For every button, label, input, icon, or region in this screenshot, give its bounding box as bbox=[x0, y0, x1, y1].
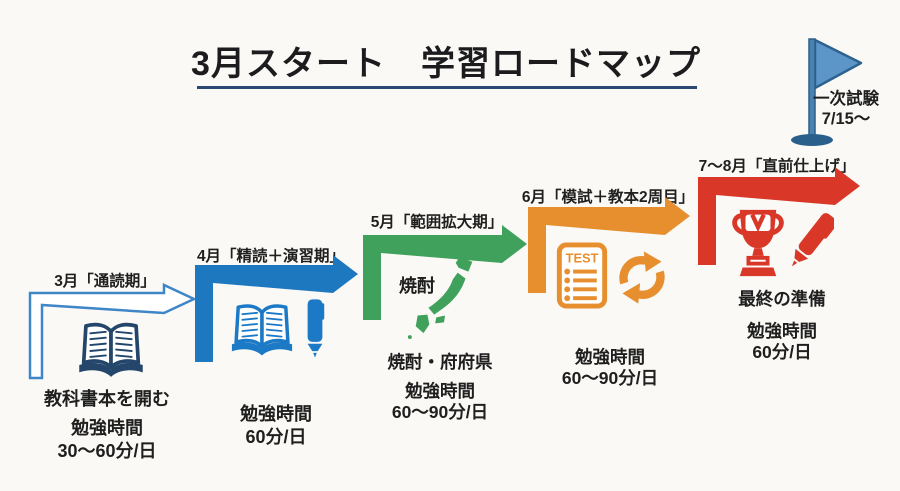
stage-2-label: 4月「精読＋演習期」 bbox=[196, 248, 346, 265]
page-title: 3月スタート 学習ロードマップ bbox=[191, 45, 701, 83]
goal-exam-date: 7/15〜 bbox=[821, 110, 871, 128]
stage-5-line-2: 勉強時間 bbox=[747, 321, 817, 341]
test-sheet-icon: TEST bbox=[556, 242, 608, 309]
stage-3-text: 焼酎・府府県 勉強時間 60〜90分/日 bbox=[365, 352, 515, 423]
goal-flag-icon bbox=[791, 38, 863, 146]
stage-4-line-2: 60〜90分/日 bbox=[561, 368, 659, 388]
stage-5-arrow-shape bbox=[698, 167, 860, 265]
stage-5-line-1: 最終の準備 bbox=[738, 289, 826, 309]
test-sheet-title: TEST bbox=[566, 251, 599, 266]
title-underline bbox=[197, 86, 697, 89]
stage-3-arrow-icon bbox=[363, 225, 527, 320]
stage-1-arrow-icon bbox=[28, 283, 197, 380]
goal-exam-text: 一次試験 7/15〜 bbox=[808, 89, 884, 129]
stage-5-label: 7〜8月「直前仕上げ」 bbox=[698, 158, 856, 175]
stage-3-line-2: 勉強時間 bbox=[405, 381, 475, 401]
pen-icon bbox=[307, 299, 325, 358]
stage-3-line-3: 60〜90分/日 bbox=[391, 402, 489, 422]
stage-1-text: 教科書本を開む 勉強時間 30〜60分/日 bbox=[22, 388, 192, 463]
stage-5-line-3: 60分/日 bbox=[752, 342, 812, 362]
stage-2-arrow-icon bbox=[195, 255, 358, 362]
stage-2-arrow-shape bbox=[195, 255, 358, 362]
stage-1-line-3: 30〜60分/日 bbox=[57, 441, 157, 461]
stage-4-arrow-shape bbox=[528, 197, 690, 293]
stage-3-side-text: 焼酎 bbox=[399, 276, 435, 296]
flag-base bbox=[791, 134, 833, 146]
japan-map-icon bbox=[407, 257, 473, 339]
open-book-icon bbox=[231, 304, 293, 356]
stage-1-line-1: 教科書本を開む bbox=[44, 389, 170, 409]
stage-1-arrow-shape bbox=[28, 283, 197, 380]
flag-triangle bbox=[813, 38, 863, 90]
stage-2-text: 勉強時間 60分/日 bbox=[201, 403, 351, 449]
stage-3-arrow-shape bbox=[363, 225, 527, 320]
refresh-icon bbox=[619, 251, 665, 304]
open-book-icon bbox=[79, 322, 143, 377]
stage-1-label: 3月「通読期」 bbox=[54, 273, 156, 290]
stage-5-arrow-icon bbox=[698, 167, 860, 265]
stage-4-label: 6月「模試＋教本2周目」 bbox=[521, 189, 695, 206]
stage-2-line-2: 60分/日 bbox=[245, 427, 307, 447]
stage-1-line-2: 勉強時間 bbox=[71, 418, 143, 438]
goal-exam-name: 一次試験 bbox=[813, 90, 879, 108]
stage-5-text: 最終の準備 勉強時間 60分/日 bbox=[707, 289, 857, 363]
pen-icon bbox=[791, 213, 834, 267]
stage-4-line-1: 勉強時間 bbox=[575, 347, 645, 367]
stage-2-line-1: 勉強時間 bbox=[240, 404, 312, 424]
stage-4-text: 勉強時間 60〜90分/日 bbox=[535, 347, 685, 389]
stage-3-line-1: 焼酎・府府県 bbox=[387, 352, 493, 372]
trophy-icon bbox=[732, 209, 784, 277]
stage-4-arrow-icon bbox=[528, 197, 690, 293]
stage-3-label: 5月「範囲拡大期」 bbox=[370, 214, 504, 231]
